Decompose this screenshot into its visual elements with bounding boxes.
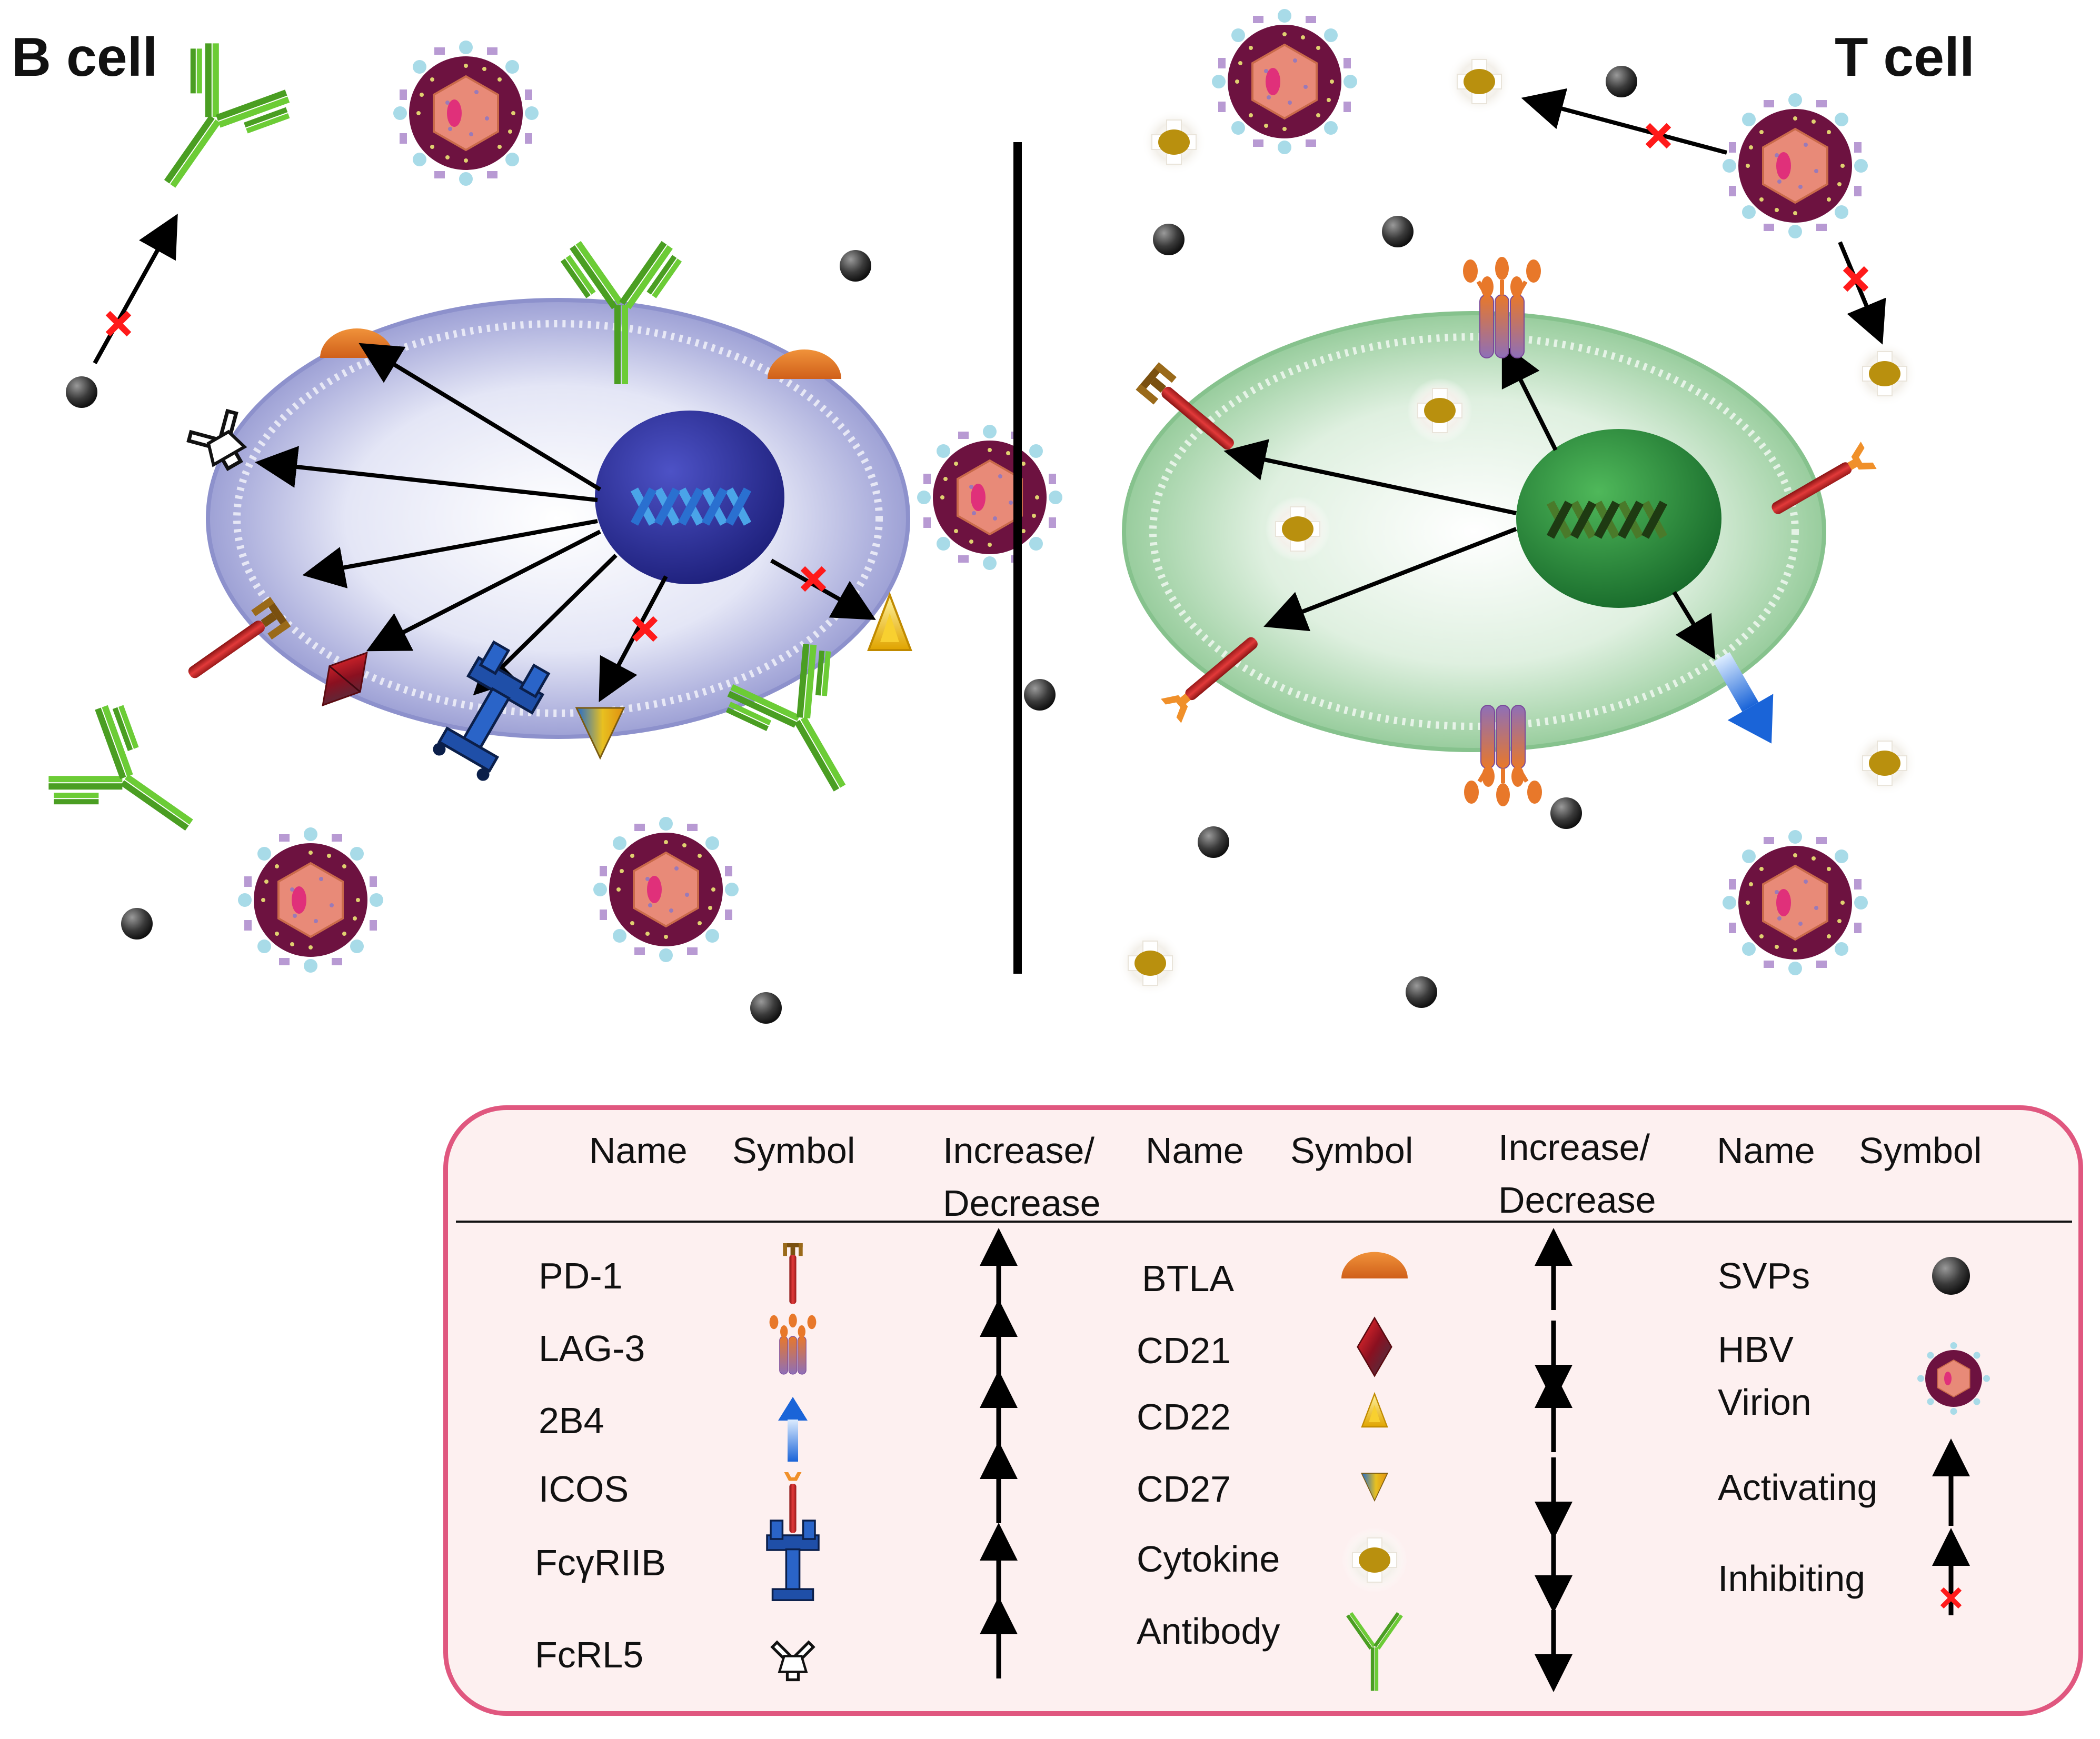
legend-name: CD21 bbox=[1137, 1330, 1231, 1371]
legend-name: ICOS bbox=[539, 1468, 629, 1510]
inhibit-arrow bbox=[93, 214, 178, 364]
svp-icon bbox=[1024, 679, 1056, 711]
legend-name: 2B4 bbox=[539, 1400, 604, 1441]
legend-name-inhibiting: Inhibiting bbox=[1718, 1558, 1866, 1599]
legend-header-trend-2: Decrease bbox=[1498, 1180, 1656, 1221]
legend-header-trend-2: Decrease bbox=[943, 1183, 1101, 1224]
svp-icon bbox=[840, 250, 871, 282]
inhibit-mark bbox=[632, 566, 827, 642]
inhibiting-arrow bbox=[1932, 1528, 1970, 1615]
cytokine-icon bbox=[1852, 341, 1918, 407]
legend-header-trend-1: Increase/ bbox=[943, 1130, 1094, 1171]
pd1-icon bbox=[783, 1243, 803, 1304]
t-cell-arrows bbox=[1223, 342, 1716, 660]
cd21-icon bbox=[1357, 1316, 1392, 1377]
legend-name: LAG-3 bbox=[539, 1328, 645, 1369]
2b4-icon bbox=[778, 1397, 808, 1462]
svp-icon bbox=[121, 908, 153, 940]
cd27-icon bbox=[1360, 1473, 1389, 1502]
hbv-virion-icon bbox=[1721, 829, 1869, 976]
cd22-icon bbox=[1361, 1392, 1388, 1428]
fcrl5-icon bbox=[770, 1640, 815, 1682]
lag3-icon bbox=[769, 1313, 817, 1375]
legend-name: FcγRIIB bbox=[535, 1542, 666, 1583]
hbv-virion-icon bbox=[1917, 1342, 1990, 1415]
legend-name-activating: Activating bbox=[1718, 1467, 1878, 1508]
svp-icon bbox=[1198, 826, 1229, 858]
cytokine-icon bbox=[1265, 496, 1331, 562]
legend-name-svps: SVPs bbox=[1718, 1255, 1810, 1296]
legend-header-name: Name bbox=[1146, 1130, 1244, 1171]
legend-header-symbol: Symbol bbox=[1290, 1130, 1414, 1171]
cytokine-icon bbox=[1141, 109, 1207, 175]
legend-header-trend-1: Increase/ bbox=[1498, 1127, 1650, 1168]
legend-header-symbol: Symbol bbox=[1859, 1130, 1982, 1171]
hbv-virion-icon bbox=[916, 424, 1063, 571]
hbv-virion-icon bbox=[1211, 8, 1358, 155]
b-cell-panel bbox=[37, 32, 1063, 1024]
cytokine-icon bbox=[1852, 730, 1918, 796]
cytokine-icon bbox=[1407, 377, 1473, 444]
legend-box: Name Symbol Increase/ Decrease Name Symb… bbox=[443, 1105, 2083, 1716]
legend-name: Cytokine bbox=[1137, 1538, 1280, 1580]
fcgriib-icon bbox=[766, 1520, 820, 1601]
icos-icon bbox=[784, 1472, 802, 1533]
legend-name-hbv: HBV bbox=[1718, 1329, 1794, 1370]
t-cell-nucleus bbox=[1516, 429, 1721, 608]
hbv-virion-icon bbox=[592, 816, 740, 963]
svp-icon bbox=[1932, 1257, 1970, 1295]
hbv-virion-icon bbox=[392, 39, 540, 187]
t-cell-panel bbox=[1117, 8, 1918, 1008]
inhibit-mark bbox=[1645, 123, 1869, 292]
legend-header-symbol: Symbol bbox=[732, 1130, 855, 1171]
inhibit-mark bbox=[105, 311, 132, 337]
inhibit-arrow bbox=[1521, 88, 1728, 155]
t-cell-title: T cell bbox=[1835, 27, 1975, 88]
legend-name: FcRL5 bbox=[535, 1634, 644, 1675]
legend-name: PD-1 bbox=[539, 1255, 623, 1296]
btla-icon bbox=[1341, 1252, 1408, 1278]
svp-icon bbox=[1153, 224, 1185, 255]
dna-icon bbox=[630, 487, 752, 526]
legend-name: Antibody bbox=[1137, 1611, 1280, 1652]
cytokine-icon bbox=[1446, 48, 1512, 115]
legend-header-name: Name bbox=[589, 1130, 688, 1171]
legend-name: CD27 bbox=[1137, 1468, 1231, 1510]
t-cell-body bbox=[1122, 311, 1826, 752]
svp-icon bbox=[1606, 66, 1637, 97]
cytokine-icon bbox=[1342, 1527, 1407, 1593]
svp-icon bbox=[1382, 216, 1414, 247]
legend-name: BTLA bbox=[1142, 1258, 1235, 1299]
legend-divider bbox=[456, 1221, 2072, 1223]
svp-icon bbox=[750, 992, 782, 1024]
inhibit-arrow bbox=[1838, 241, 1886, 345]
legend-header-name: Name bbox=[1717, 1130, 1815, 1171]
hbv-virion-icon bbox=[237, 826, 384, 974]
dna-icon bbox=[1546, 501, 1668, 539]
b-cell-title: B cell bbox=[12, 27, 158, 88]
svp-icon bbox=[66, 376, 97, 408]
antibody-icon bbox=[37, 693, 224, 875]
legend-name-virion: Virion bbox=[1718, 1382, 1812, 1423]
cytokine-icon bbox=[1117, 930, 1183, 996]
2b4-icon bbox=[1713, 652, 1774, 744]
svp-icon bbox=[1406, 976, 1437, 1008]
legend-name: CD22 bbox=[1137, 1396, 1231, 1437]
hbv-virion-icon bbox=[1721, 92, 1869, 239]
svp-icon bbox=[1550, 797, 1582, 829]
antibody-icon bbox=[1346, 1612, 1403, 1691]
